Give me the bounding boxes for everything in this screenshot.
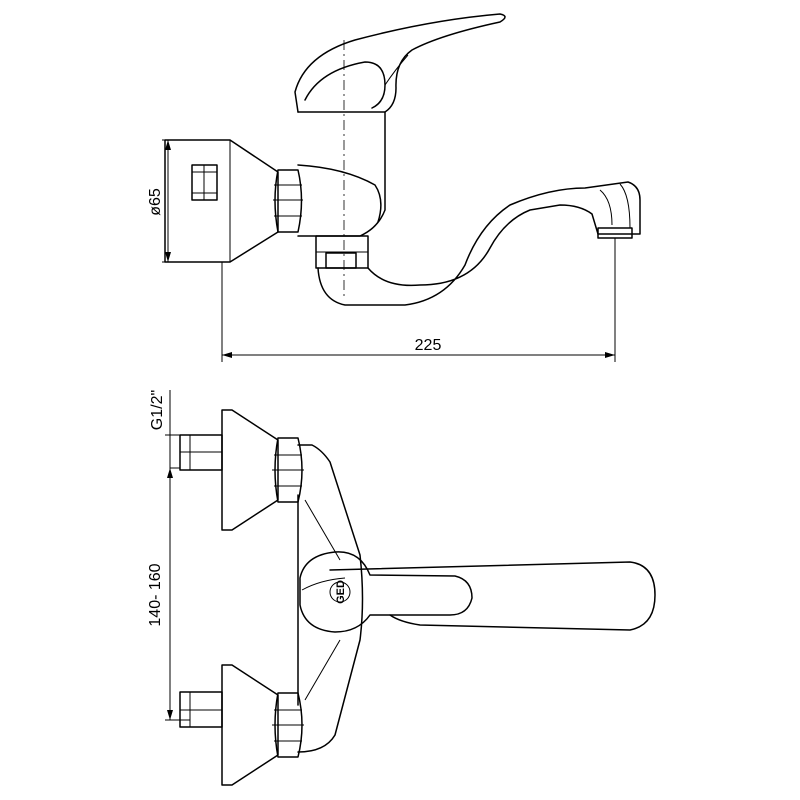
dimension-diameter: ø65	[147, 139, 175, 263]
side-spout	[317, 181, 641, 306]
brand-logo-text: GED	[335, 580, 347, 604]
side-lever-handle	[294, 13, 506, 113]
spout-top-view	[329, 561, 656, 631]
side-view: 225 ø65	[147, 13, 641, 362]
lower-hex-nut	[272, 692, 304, 758]
dimension-spacing: 140- 160	[147, 468, 190, 721]
front-view: GED G1/2" 140- 160	[147, 390, 656, 786]
side-hex-nut	[273, 169, 303, 233]
lower-wall-flange	[179, 664, 279, 786]
dimension-225: 225	[221, 238, 616, 362]
mixer-body-front	[297, 444, 364, 753]
upper-hex-nut	[272, 437, 304, 503]
dimension-thread-label: G1/2"	[149, 390, 166, 430]
dimension-diameter-label: ø65	[147, 188, 164, 216]
side-body	[297, 111, 386, 269]
dimension-spacing-label: 140- 160	[147, 563, 164, 626]
dimension-225-label: 225	[415, 337, 442, 354]
upper-wall-flange	[170, 409, 279, 531]
side-wall-flange	[164, 139, 279, 263]
lever-handle-top	[299, 551, 473, 633]
brand-logo: GED	[329, 580, 351, 604]
dimension-thread: G1/2"	[149, 390, 180, 468]
